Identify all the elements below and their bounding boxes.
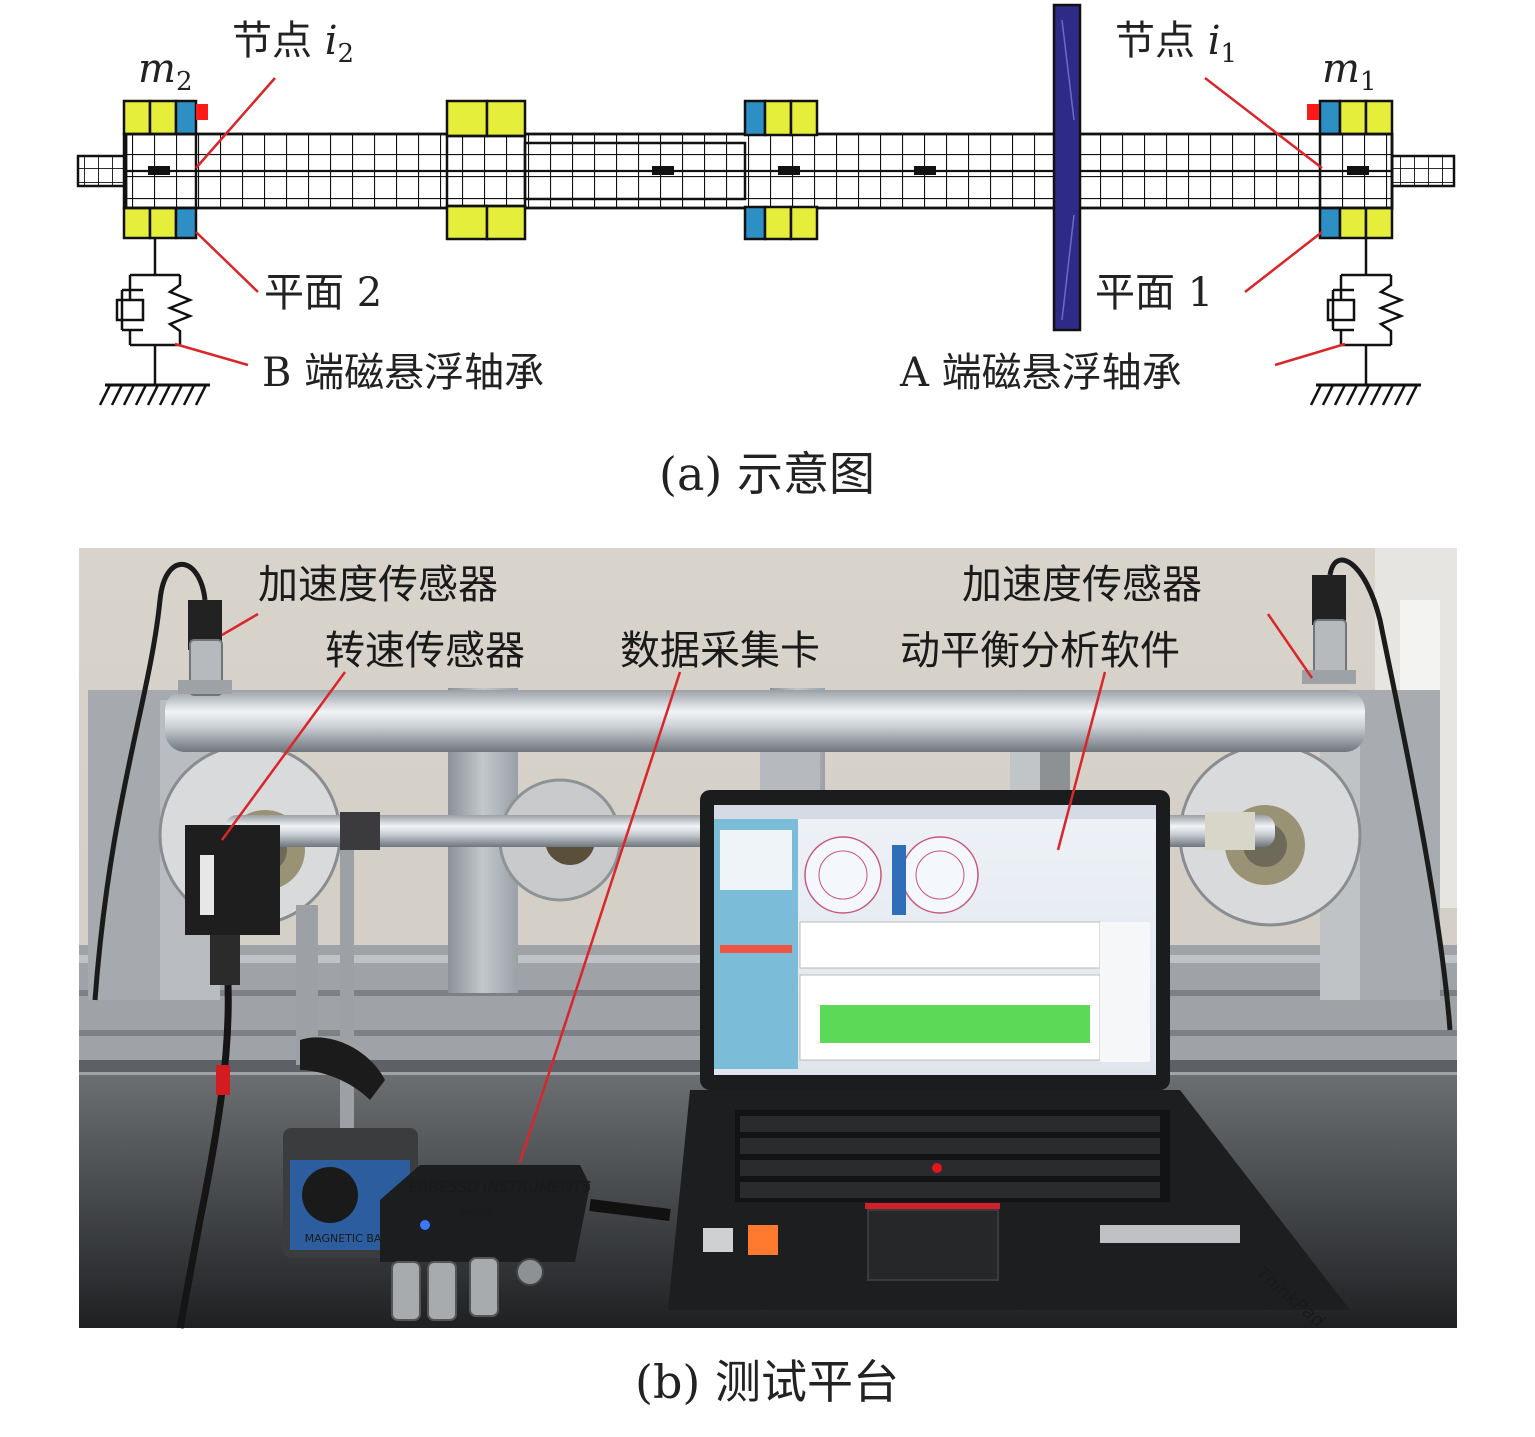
- tie-rod: [165, 690, 1365, 752]
- daq-brand-label: ERBESSD INSTRUMENTS: [409, 1178, 592, 1196]
- laptop: ThinkPad: [668, 790, 1350, 1332]
- daq-card: ERBESSD INSTRUMENTS Switch: [380, 1165, 671, 1321]
- shaft-right-stub: [1390, 154, 1456, 188]
- bearing-label-a: A 端磁悬浮轴承: [899, 350, 1182, 396]
- accelerometer-right: [1302, 575, 1356, 684]
- daq-switch-label: Switch: [460, 1207, 493, 1218]
- label-speed-sensor: 转速传感器: [325, 628, 525, 674]
- cable-right: [1327, 557, 1453, 1031]
- mass-marker-left: [196, 104, 208, 120]
- photo-panel: MAGNETIC BASE ERBESSD INSTRUMENTS Switch: [79, 548, 1457, 1332]
- label-daq-card: 数据采集卡: [620, 628, 820, 674]
- label-accel-right: 加速度传感器: [962, 562, 1202, 608]
- shaft-left-stub: [76, 154, 128, 188]
- caption-b: (b) 测试平台: [635, 1355, 899, 1409]
- mass-label-m1: m1: [1322, 46, 1376, 97]
- bearing-label-b: B 端磁悬浮轴承: [262, 350, 544, 396]
- block-middle-1: [445, 99, 527, 241]
- mass-marker-right: [1307, 104, 1319, 120]
- node-label-i1: 节点 i1: [1115, 18, 1237, 69]
- caption-a: (a) 示意图: [659, 447, 875, 501]
- support-b: [98, 238, 210, 406]
- mag-base-label: MAGNETIC BASE: [305, 1232, 396, 1245]
- block-right-m1: [1307, 99, 1394, 240]
- support-a: [1309, 238, 1421, 406]
- plane-label-2: 平面 2: [264, 270, 382, 316]
- cable-left: [92, 561, 208, 1001]
- label-accel-left: 加速度传感器: [258, 562, 498, 608]
- spectrum-band: [820, 1005, 1090, 1043]
- photo-leaders: [220, 612, 1314, 1163]
- mass-label-m2: m2: [138, 46, 192, 97]
- speed-cable: [176, 984, 232, 1329]
- schematic-leaders: [174, 77, 1346, 367]
- balance-disk: [1052, 3, 1082, 332]
- speed-sensor: [185, 825, 280, 985]
- plane-label-1: 平面 1: [1095, 270, 1213, 316]
- shaft-mesh: [124, 132, 1394, 210]
- accelerometer-left: [178, 600, 232, 696]
- block-left-m2: [122, 99, 208, 240]
- node-label-i2: 节点 i2: [232, 18, 354, 69]
- label-software: 动平衡分析软件: [900, 628, 1180, 674]
- schematic-panel: m2 节点 i2 平面 2 B 端磁悬浮轴承 节点 i1 m1 平面 1 A 端…: [76, 3, 1456, 501]
- block-middle-2: [743, 99, 819, 241]
